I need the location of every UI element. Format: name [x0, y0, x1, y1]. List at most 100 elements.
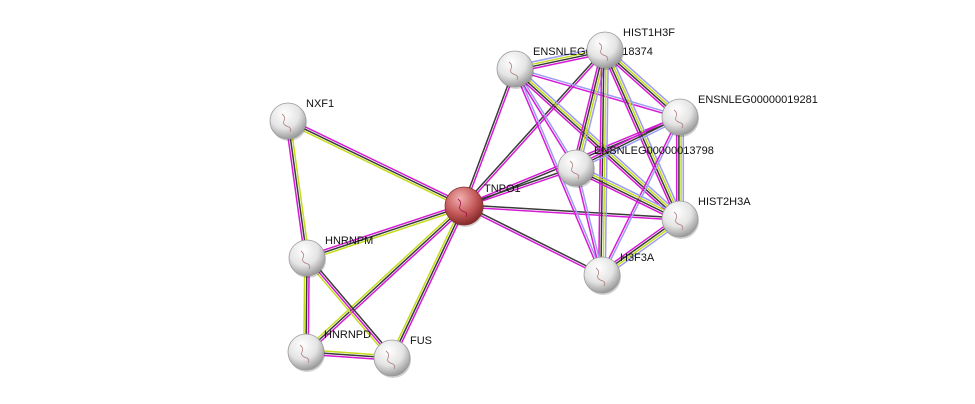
edge-channel-textmining [605, 49, 682, 219]
protein-structure-icon [457, 198, 468, 218]
edge-channel-homology [515, 68, 578, 168]
protein-structure-icon [673, 211, 684, 231]
node-label: H3F3A [620, 252, 655, 264]
edge-channel-coexpression [305, 205, 465, 353]
node-ball[interactable] [496, 50, 534, 88]
edge-channel-experiments [306, 257, 393, 359]
node-FUS[interactable]: FUS [373, 335, 432, 378]
edge-channel-textmining [576, 166, 681, 219]
edge-channel-coexpression [462, 48, 605, 206]
node-HIST1H3F[interactable]: HIST1H3F [586, 27, 675, 70]
protein-structure-icon [595, 267, 606, 287]
node-label: FUS [410, 335, 432, 347]
protein-structure-icon [281, 113, 292, 133]
node-label: HNRNPD [324, 329, 371, 341]
edges-layer [285, 46, 685, 361]
edge-channel-coexpression [306, 205, 465, 259]
edge-channel-experiments [285, 121, 306, 259]
edge-HNRNPM-FUS[interactable] [304, 256, 395, 360]
edge-channel-experiments [393, 206, 467, 360]
nodes-layer: TNPO1NXF1HNRNPMHNRNPDFUSENSNLEG000000183… [269, 27, 818, 378]
node-label: TNPO1 [484, 183, 521, 195]
edge-channel-coexpression [464, 204, 603, 275]
edge-channel-coexpression [308, 256, 395, 358]
edge-channel-experiments [512, 70, 679, 222]
node-E19281[interactable]: ENSNLEG00000019281 [661, 94, 818, 137]
edge-E18374-HIST2H3A[interactable] [512, 66, 683, 222]
edge-channel-coexpression [574, 49, 605, 168]
edge-channel-experiments [288, 118, 466, 205]
edge-channel-coexpression [463, 166, 576, 206]
edge-NXF1-TNPO1[interactable] [286, 118, 466, 209]
edge-channel-experiments [464, 50, 607, 208]
protein-structure-icon [299, 344, 310, 364]
edge-HIST1H3F-H3F3A[interactable] [597, 49, 610, 276]
node-NXF1[interactable]: NXF1 [269, 98, 334, 141]
edge-channel-coexpression [575, 116, 681, 169]
edge-channel-experiments [464, 168, 577, 208]
edge-channel-textmining [289, 120, 310, 258]
edge-E13798-HIST2H3A[interactable] [574, 164, 682, 223]
edge-channel-coexpression [287, 120, 308, 259]
node-label: HNRNPM [325, 235, 373, 247]
edge-TNPO1-E13798[interactable] [463, 166, 577, 208]
node-HNRNPM[interactable]: HNRNPM [288, 235, 373, 278]
edge-E19281-E13798[interactable] [574, 114, 682, 171]
edge-channel-coexpression [391, 205, 465, 359]
node-ball[interactable] [661, 200, 699, 238]
edge-E18374-E13798[interactable] [513, 68, 578, 169]
edge-TNPO1-HIST1H3F[interactable] [462, 48, 607, 208]
edge-channel-textmining [389, 204, 463, 358]
node-E13798[interactable]: ENSNLEG00000013798 [557, 145, 714, 188]
node-ball[interactable] [287, 333, 325, 371]
edge-channel-homology [604, 50, 610, 276]
node-ball[interactable] [557, 149, 595, 187]
edge-channel-experiments [463, 206, 680, 221]
node-HNRNPD[interactable]: HNRNPD [287, 329, 371, 372]
node-label: HIST2H3A [698, 196, 751, 208]
node-ball[interactable] [269, 102, 307, 140]
node-TNPO1[interactable]: TNPO1 [444, 183, 521, 227]
edge-channel-experiments [601, 51, 678, 221]
edge-channel-homology [516, 66, 683, 218]
edge-channel-textmining [304, 258, 391, 360]
edge-channel-experiments [306, 207, 467, 355]
edge-channel-coexpression [603, 50, 680, 220]
node-ball[interactable] [586, 31, 624, 69]
edge-channel-coexpression [575, 168, 680, 221]
node-H3F3A[interactable]: H3F3A [583, 252, 655, 295]
edge-channel-experiments [597, 49, 603, 275]
edge-channel-experiments [463, 206, 602, 277]
protein-structure-icon [598, 42, 609, 62]
edge-TNPO1-FUS[interactable] [389, 204, 467, 360]
edge-channel-homology [576, 118, 682, 171]
edge-TNPO1-HIST2H3A[interactable] [463, 204, 681, 221]
edge-NXF1-HNRNPM[interactable] [285, 120, 310, 259]
edge-channel-experiments [574, 114, 680, 167]
edge-channel-textmining [602, 50, 607, 276]
edge-channel-textmining [303, 203, 464, 351]
node-ball[interactable] [373, 339, 411, 377]
edge-channel-textmining [286, 122, 464, 209]
node-HIST2H3A[interactable]: HIST2H3A [661, 196, 751, 239]
node-ball[interactable] [583, 256, 621, 294]
edge-channel-textmining [307, 207, 465, 261]
edge-TNPO1-E18374[interactable] [462, 68, 517, 207]
node-ball[interactable] [661, 98, 699, 136]
edge-channel-experiments [513, 69, 576, 169]
edge-channel-textmining [515, 67, 682, 219]
protein-structure-icon [673, 109, 684, 129]
protein-structure-icon [385, 350, 396, 370]
edge-channel-experiments [306, 203, 464, 257]
node-label: ENSNLEG00000019281 [698, 94, 818, 106]
node-ball[interactable] [288, 239, 326, 277]
node-ball[interactable] [444, 186, 484, 226]
protein-structure-icon [569, 160, 580, 180]
edge-TNPO1-HNRNPD[interactable] [303, 203, 467, 355]
edge-channel-coexpression [462, 68, 515, 206]
edge-TNPO1-HNRNPM[interactable] [306, 203, 465, 261]
edge-TNPO1-H3F3A[interactable] [463, 204, 603, 277]
edge-channel-coexpression [464, 204, 681, 219]
node-label: NXF1 [306, 98, 334, 110]
